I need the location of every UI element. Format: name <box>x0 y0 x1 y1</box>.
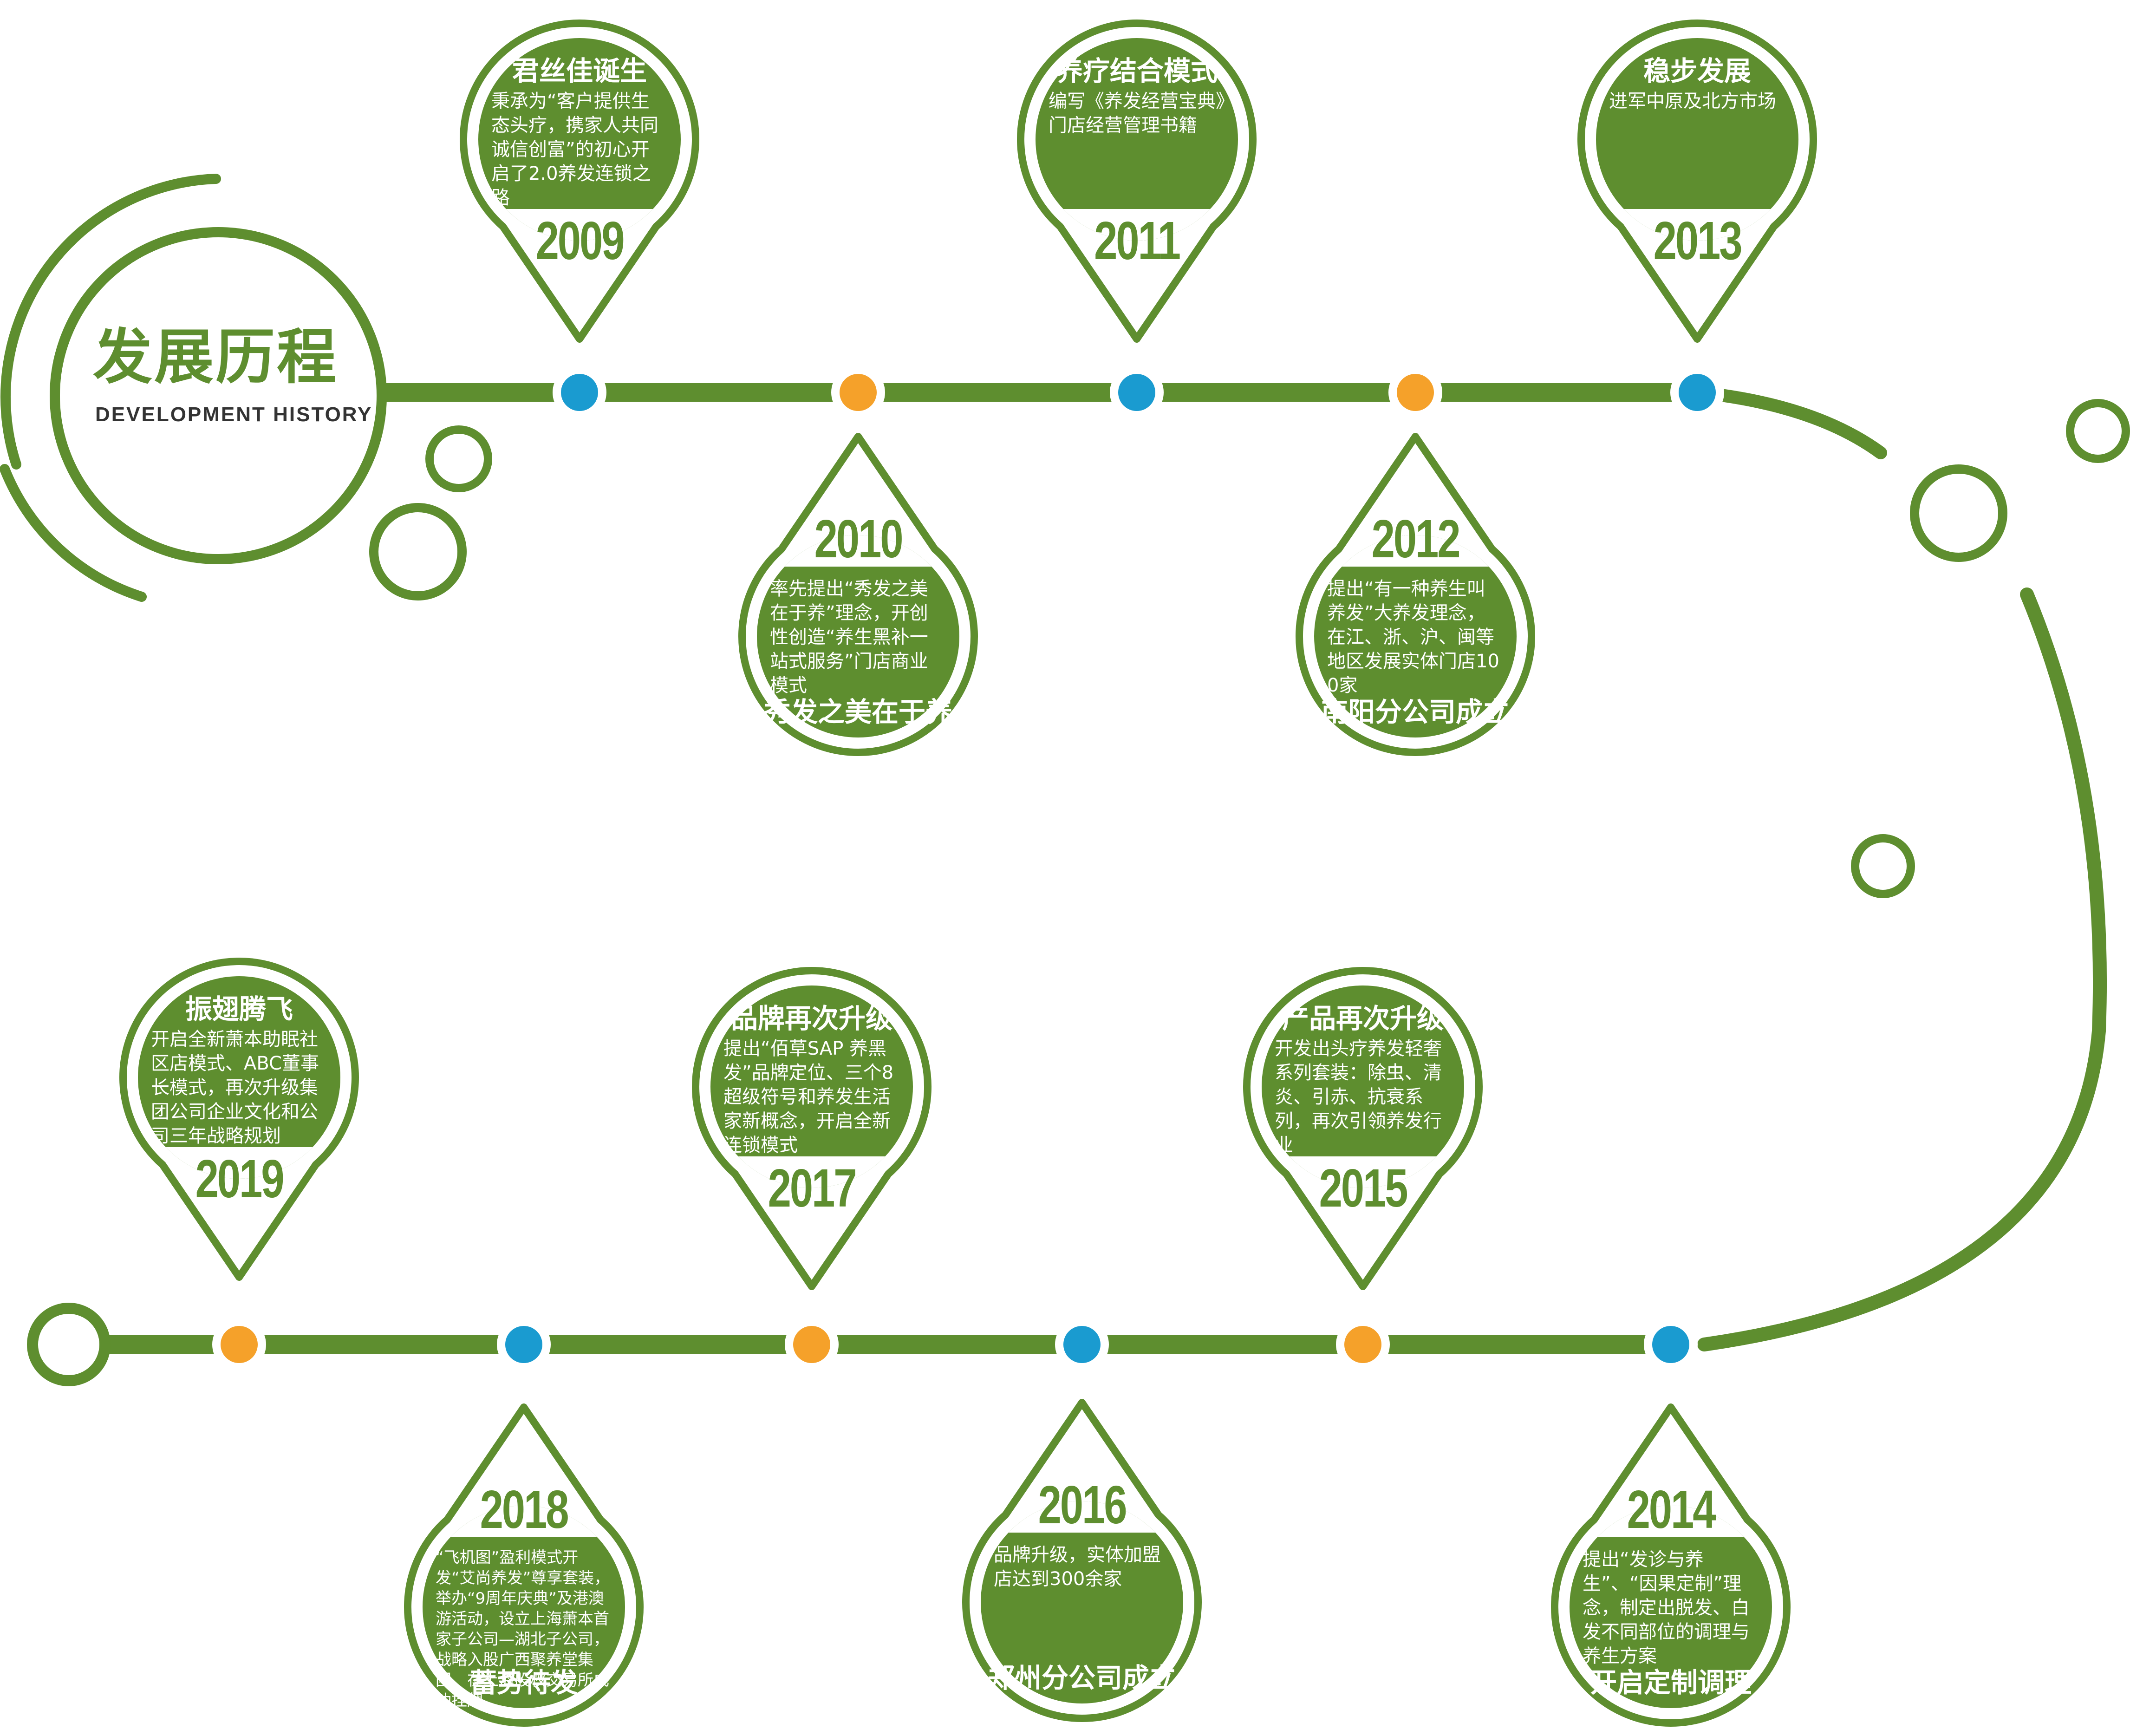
milestone-year: 2014 <box>1627 1479 1716 1540</box>
milestone-pin-2014 <box>1551 1403 1791 1727</box>
timeline-node <box>1055 1318 1109 1371</box>
page-subtitle: DEVELOPMENT HISTORY <box>95 403 373 426</box>
milestone-description: 编写《养发经营宝典》门店经营管理书籍 <box>1049 91 1225 136</box>
timeline-start-ring <box>27 1303 111 1386</box>
milestone-title: 南阳分公司成立 <box>1321 696 1510 728</box>
milestone-pin-2012 <box>1296 433 1535 756</box>
timeline-node <box>1110 365 1164 419</box>
milestone-description: “飞机图”盈利模式开发“艾尚养发”尊享套装，举办“9周年庆典”及港澳游活动，设立… <box>436 1548 610 1710</box>
timeline-node <box>497 1318 551 1371</box>
milestone-pin-2018 <box>404 1403 644 1727</box>
deco-bubble <box>369 503 467 600</box>
milestone-pin-2017 <box>692 967 931 1290</box>
timeline-node <box>1644 1318 1698 1371</box>
timeline-node <box>212 1318 266 1371</box>
milestone-description: 品牌升级，实体加盟店达到300余家 <box>994 1544 1161 1590</box>
milestone-description: 开发出头疗养发轻奢系列套装：除虫、清炎、引赤、抗衰系列，再次引领养发行业 <box>1275 1038 1442 1156</box>
timeline-node <box>553 365 606 419</box>
page-title: 发展历程 <box>93 323 339 392</box>
deco-bubble <box>1851 834 1915 898</box>
timeline-node <box>1670 365 1724 419</box>
timeline-curve-top <box>1712 388 1887 459</box>
milestone-pin-2015 <box>1243 967 1483 1290</box>
milestone-pin-2013 <box>1577 20 1817 343</box>
milestone-title: 产品再次升级 <box>1282 1003 1444 1034</box>
milestone-title: 蓄势待发 <box>469 1667 578 1698</box>
milestone-year: 2018 <box>480 1479 569 1540</box>
milestone-year: 2019 <box>195 1149 285 1209</box>
milestone-title: 秀发之美在于养 <box>763 696 952 728</box>
timeline-curve-right <box>1697 587 2107 1351</box>
milestone-year: 2017 <box>768 1158 857 1218</box>
header-outer-arc <box>0 174 221 470</box>
milestone-pin-2019 <box>119 958 359 1281</box>
milestone-description: 率先提出“秀发之美在于养”理念，开创性创造“养生黑补一站式服务”门店商业模式 <box>770 578 928 696</box>
milestone-title: 稳步发展 <box>1643 55 1751 87</box>
header-outer-arc-lower <box>0 464 147 602</box>
milestone-title: 振翅腾飞 <box>185 993 293 1025</box>
milestone-title: 君丝佳诞生 <box>512 55 647 87</box>
milestone-description: 提出“有一种养生叫养发”大养发理念，在江、浙、沪、闽等地区发展实体门店100家 <box>1327 578 1499 696</box>
milestone-year: 2013 <box>1653 210 1743 271</box>
timeline-node <box>1336 1318 1390 1371</box>
deco-bubble <box>1910 464 2007 562</box>
timeline-node <box>1388 365 1442 419</box>
milestone-description: 提出“发诊与养生”、“因果定制”理念，制定出脱发、白发不同部位的调理与养生方案 <box>1583 1549 1750 1667</box>
milestone-pin-2009 <box>460 20 699 343</box>
milestone-description: 秉承为“客户提供生态头疗，携家人共同诚信创富”的初心开启了2.0养发连锁之路 <box>491 91 658 209</box>
milestone-year: 2012 <box>1371 509 1461 569</box>
milestone-year: 2009 <box>535 210 625 271</box>
milestone-description: 进军中原及北方市场 <box>1609 91 1776 112</box>
milestone-pin-2010 <box>738 433 978 756</box>
milestone-year: 2010 <box>814 509 904 569</box>
deco-bubble <box>2066 399 2130 463</box>
milestone-description: 提出“佰草SAP 养黑发”品牌定位、三个8超级符号和养发生活家新概念，开启全新连… <box>723 1038 894 1156</box>
milestone-pin-2011 <box>1017 20 1257 343</box>
milestone-title: 品牌再次升级 <box>730 1003 892 1034</box>
timeline-node <box>785 1318 839 1371</box>
timeline-node <box>831 365 885 419</box>
milestone-description: 开启全新萧本助眠社区店模式、ABC董事长模式，再次升级集团公司企业文化和公司三年… <box>151 1029 319 1147</box>
milestone-year: 2011 <box>1094 210 1181 271</box>
milestone-title: 开启定制调理 <box>1589 1667 1752 1698</box>
deco-bubble <box>425 425 492 492</box>
milestone-pin-2016 <box>962 1399 1202 1722</box>
milestone-year: 2015 <box>1319 1158 1408 1218</box>
milestone-title: 养疗结合模式 <box>1055 55 1218 87</box>
milestone-year: 2016 <box>1038 1475 1127 1535</box>
milestone-title: 郑州分公司成立 <box>987 1662 1176 1694</box>
header-circle <box>50 227 387 564</box>
